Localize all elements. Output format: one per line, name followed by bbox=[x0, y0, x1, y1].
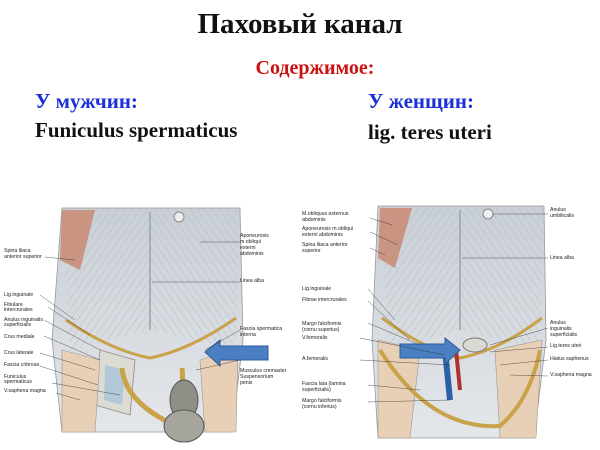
slide-title: Паховый канал bbox=[197, 8, 403, 40]
female-left-label: superior bbox=[302, 248, 321, 254]
male-left-label: Fascia cribrosa bbox=[4, 362, 39, 368]
female-left-label: superficialis) bbox=[302, 387, 331, 393]
male-right-label: Musculus cremaster bbox=[240, 368, 287, 374]
male-left-label: intercrurales bbox=[4, 307, 33, 313]
female-left-label: abdominis bbox=[302, 217, 326, 223]
male-left-label: Crus mediale bbox=[4, 334, 35, 340]
female-right-label: Anulus bbox=[550, 320, 566, 326]
male-left-label: spermaticus bbox=[4, 379, 32, 385]
female-right-label: Anulus bbox=[550, 207, 566, 213]
female-left-label: Aponeurosis m.obliqui bbox=[302, 226, 353, 232]
male-right-label: Suspensorium bbox=[240, 374, 273, 380]
female-right-label: Lig.teres uteri bbox=[550, 343, 581, 349]
male-right-label: Aponeurosis bbox=[240, 233, 269, 239]
male-heading: У мужчин: bbox=[35, 89, 138, 113]
female-inguinal-illustration: M.obliquus externusabdominisAponeurosis … bbox=[302, 205, 592, 439]
female-left-label: (cornu inferius) bbox=[302, 404, 337, 410]
male-right-label: abdominis bbox=[240, 251, 264, 257]
male-right-label: externi bbox=[240, 245, 256, 251]
male-right-label: Linea alba bbox=[240, 278, 264, 284]
male-right-label: penis bbox=[240, 380, 253, 386]
female-left-label: (cornu superius) bbox=[302, 327, 340, 333]
female-content: lig. teres uteri bbox=[368, 120, 492, 144]
male-left-label: Anulus inguinalis bbox=[4, 317, 43, 323]
male-left-label: Funiculus bbox=[4, 374, 27, 380]
female-left-label: Lig.inguinale bbox=[302, 286, 331, 292]
female-left-label: Spina iliaca anterior bbox=[302, 242, 348, 248]
female-right-label: V.saphena magna bbox=[550, 372, 592, 378]
female-right-label: Hiatus saphenus bbox=[550, 356, 589, 362]
male-left-label: Crus laterale bbox=[4, 350, 34, 356]
male-left-label: superficialis bbox=[4, 322, 32, 328]
male-left-label: Spina iliaca bbox=[4, 248, 31, 254]
female-left-label: V.femoralis bbox=[302, 335, 328, 341]
female-right-label: superficialis bbox=[550, 332, 578, 338]
female-left-label: Margo falciformis bbox=[302, 398, 342, 404]
male-arrow-icon bbox=[204, 338, 269, 368]
male-left-label: Lig.inguinale bbox=[4, 292, 33, 298]
female-left-label: Fascia lata (lamina bbox=[302, 381, 346, 387]
male-right-label: interna bbox=[240, 332, 256, 338]
male-right-label: m.obliqui bbox=[240, 239, 261, 245]
male-left-label: Fibulare bbox=[4, 302, 23, 308]
female-left-label: M.obliquus externus bbox=[302, 211, 349, 217]
male-content: Funiculus spermaticus bbox=[35, 118, 238, 142]
female-heading: У женщин: bbox=[368, 89, 474, 113]
slide-subtitle: Содержимое: bbox=[255, 57, 375, 79]
female-left-label: A.femoralis bbox=[302, 356, 328, 362]
female-right-label: umbilicalis bbox=[550, 213, 574, 219]
female-right-label: inguinalis bbox=[550, 326, 572, 332]
male-right-label: Fascia spermatica bbox=[240, 326, 282, 332]
female-left-label: externi abdominis bbox=[302, 232, 343, 238]
female-left-label: Margo falciformis bbox=[302, 321, 342, 327]
male-left-label: V.saphena magna bbox=[4, 388, 46, 394]
female-arrow-icon bbox=[399, 336, 461, 366]
male-left-label: anterior superior bbox=[4, 254, 42, 260]
female-right-label: Linea alba bbox=[550, 255, 574, 261]
female-left-label: Fibrae intercrurales bbox=[302, 297, 347, 303]
